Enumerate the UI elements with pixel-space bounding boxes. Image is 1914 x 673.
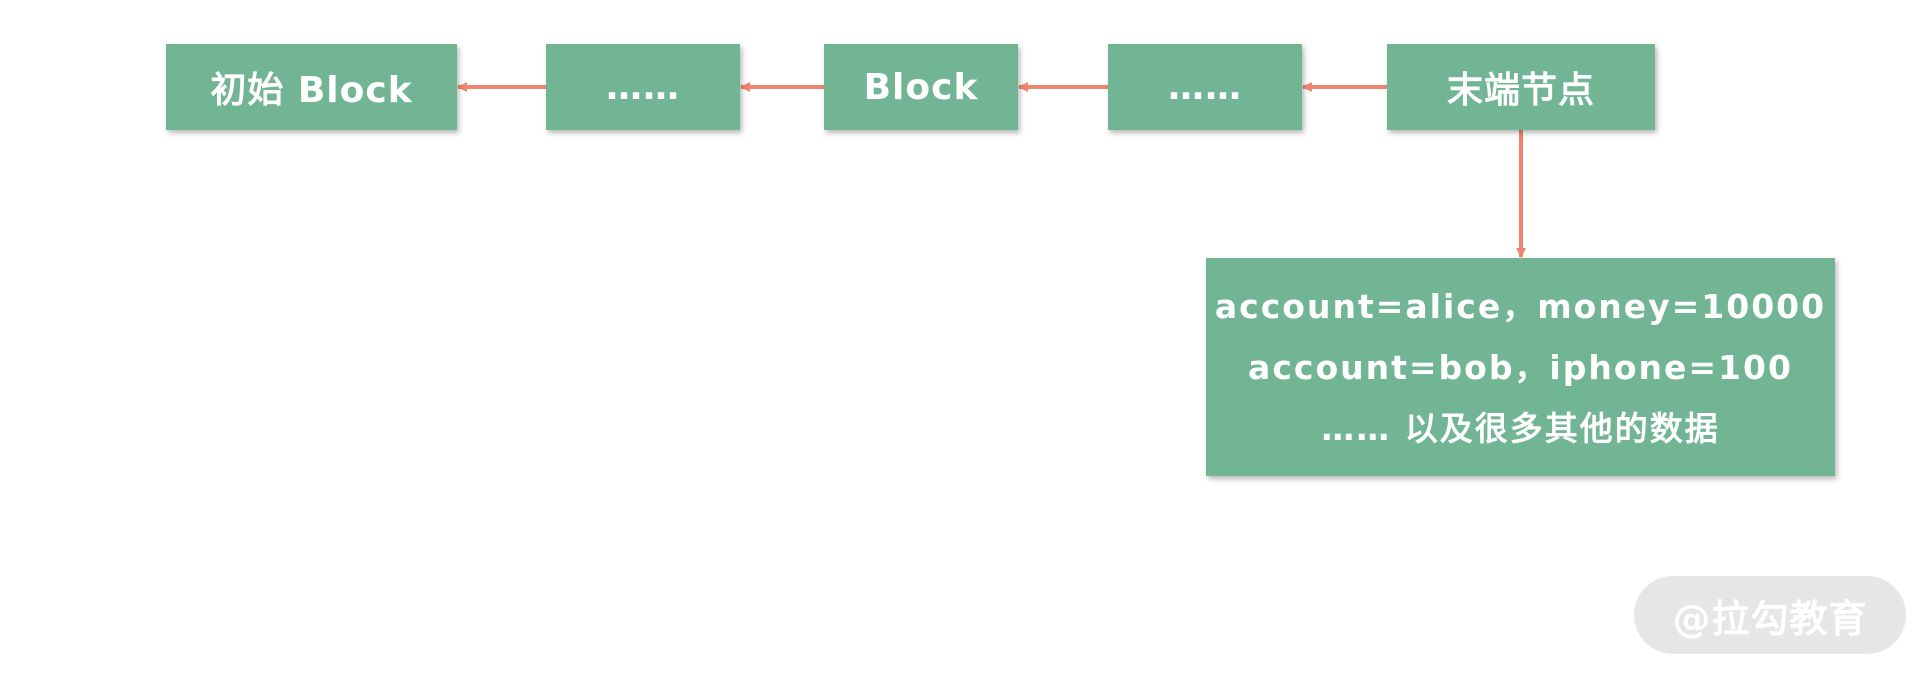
block-label: Block xyxy=(863,66,979,108)
ellipsis-label-1: …… xyxy=(606,66,680,108)
ellipsis-node-1: …… xyxy=(546,44,740,130)
tail-node: 末端节点 xyxy=(1387,44,1655,130)
state-data-line-3: …… 以及很多其他的数据 xyxy=(1321,408,1720,448)
ellipsis-node-2: …… xyxy=(1108,44,1302,130)
state-data-line-1: account=alice，money=10000 xyxy=(1214,286,1827,326)
block-node: Block xyxy=(824,44,1018,130)
genesis-block-label: 初始 Block xyxy=(210,70,413,111)
state-data-box: account=alice，money=10000 account=bob，ip… xyxy=(1206,258,1835,476)
tail-node-label: 末端节点 xyxy=(1446,70,1595,111)
watermark-badge: @拉勾教育 xyxy=(1634,576,1906,654)
ellipsis-label-2: …… xyxy=(1168,66,1242,108)
watermark-text: @拉勾教育 xyxy=(1672,596,1868,641)
state-data-line-2: account=bob，iphone=100 xyxy=(1248,347,1793,387)
genesis-block-node: 初始 Block xyxy=(166,44,457,130)
